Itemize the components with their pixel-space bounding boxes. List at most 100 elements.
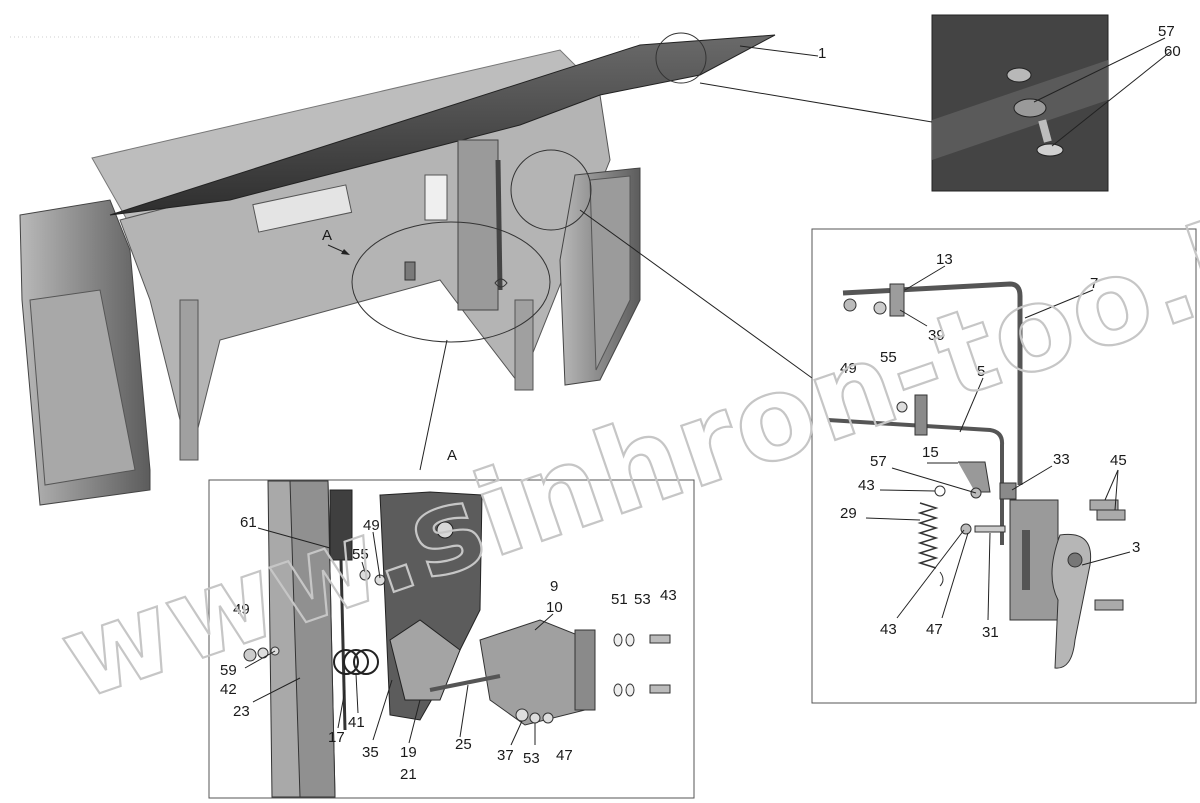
rod-5 xyxy=(827,418,1005,545)
bolt-detail-circle xyxy=(655,32,707,84)
latch-slot xyxy=(1022,530,1030,590)
leader-3 xyxy=(1081,551,1131,566)
leader-47 xyxy=(941,532,969,619)
gas-strut-rod xyxy=(339,559,347,731)
hood-panel xyxy=(109,34,776,216)
gas-spring xyxy=(495,159,503,291)
label-55-bottom: 55 xyxy=(352,546,369,563)
washer-53-lower xyxy=(529,712,541,724)
label-19: 19 xyxy=(400,744,417,761)
block-33 xyxy=(999,482,1017,500)
bolt-lower-b xyxy=(649,684,671,694)
nut-47 xyxy=(542,712,554,724)
leader-29 xyxy=(865,517,921,521)
washer-55-top xyxy=(873,301,887,315)
leader-45-a xyxy=(1104,469,1119,501)
inset-bolt-head xyxy=(1036,143,1064,157)
label-15: 15 xyxy=(922,444,939,461)
leader-43-bottom xyxy=(896,529,965,619)
leader-9 xyxy=(534,613,554,631)
washer-51 xyxy=(613,633,623,647)
label-42: 42 xyxy=(220,681,237,698)
label-59: 59 xyxy=(220,662,237,679)
leader-19 xyxy=(408,699,421,744)
leader-1 xyxy=(739,45,819,57)
inset-bolt-shank xyxy=(1038,119,1052,143)
leader-42 xyxy=(244,650,276,669)
spring-small xyxy=(494,278,508,288)
hook-3 xyxy=(1051,533,1092,669)
view-a-label: A xyxy=(322,227,332,244)
frame-leg-right xyxy=(514,299,534,391)
frame-leg-left xyxy=(179,299,199,461)
plate-35 xyxy=(389,619,461,701)
inset-hole-upper xyxy=(1006,67,1032,83)
pin-15 xyxy=(958,461,991,493)
leader-39 xyxy=(899,309,928,327)
label-13: 13 xyxy=(936,251,953,268)
nut-49-top xyxy=(843,298,857,312)
label-39: 39 xyxy=(928,327,945,344)
view-a-ellipse xyxy=(351,221,551,343)
link-line-bottom-panel xyxy=(419,339,448,471)
label-7: 7 xyxy=(1090,275,1098,292)
label-17: 17 xyxy=(328,729,345,746)
label-31: 31 xyxy=(982,624,999,641)
washer-lower-b xyxy=(625,683,635,697)
bolt-lower xyxy=(1094,599,1124,611)
label-57-right: 57 xyxy=(870,453,887,470)
link-line-inset xyxy=(699,82,933,123)
washer-lower-a xyxy=(613,683,623,697)
pin-31 xyxy=(974,525,1006,533)
label-61: 61 xyxy=(240,514,257,531)
label-25: 25 xyxy=(455,736,472,753)
bolt-45-b xyxy=(1096,509,1126,521)
left-side-inner xyxy=(29,289,136,486)
spring-41-coil-c xyxy=(353,649,379,675)
label-33: 33 xyxy=(1053,451,1070,468)
label-43-right-top: 43 xyxy=(858,477,875,494)
label-9: 9 xyxy=(550,578,558,595)
right-duct-inner xyxy=(589,175,631,371)
label-41: 41 xyxy=(348,714,365,731)
label-55-right: 55 xyxy=(880,349,897,366)
label-21: 21 xyxy=(400,766,417,783)
rod-13 xyxy=(842,281,1023,485)
bolt-inset: 57 60 xyxy=(931,14,1181,192)
label-43-right-bottom: 43 xyxy=(880,621,897,638)
leader-45-b xyxy=(1114,469,1119,511)
leader-60 xyxy=(1051,51,1171,147)
bracket-19-hole xyxy=(436,521,454,539)
leader-7 xyxy=(1024,289,1094,319)
view-a-arrowhead xyxy=(341,249,350,255)
bracket-9-flange xyxy=(574,629,596,711)
washer-37 xyxy=(515,708,529,722)
spring-41-coil-a xyxy=(333,649,359,675)
spring-29 xyxy=(917,502,939,569)
leader-33 xyxy=(1011,465,1053,491)
pin-25 xyxy=(429,674,501,692)
leader-17 xyxy=(337,689,346,729)
label-60-inset: 60 xyxy=(1164,43,1181,60)
leader-57-right xyxy=(891,467,977,494)
link-line-right-panel xyxy=(579,209,813,379)
leader-49-bottom-top xyxy=(372,531,381,579)
label-49-bottom-left: 49 xyxy=(233,601,250,618)
leader-61 xyxy=(257,527,331,549)
label-47-bottom: 47 xyxy=(556,747,573,764)
leader-35 xyxy=(372,679,393,741)
view-a-detail-label: A xyxy=(447,447,457,464)
view-a-detail-panel: 61 49 55 49 59 42 23 17 41 35 19 21 25 9… xyxy=(208,479,695,799)
leader-37 xyxy=(510,720,523,746)
leader-25 xyxy=(459,684,469,738)
label-10: 10 xyxy=(546,599,563,616)
label-29: 29 xyxy=(840,505,857,522)
nut-49-bottom xyxy=(243,648,257,662)
leader-31 xyxy=(987,532,991,621)
center-pillar xyxy=(457,139,499,311)
label-23: 23 xyxy=(233,703,250,720)
latch-plate xyxy=(1009,499,1059,621)
washer-47 xyxy=(960,523,972,535)
label-53-bottom: 53 xyxy=(523,750,540,767)
hook-pivot xyxy=(1067,552,1083,568)
